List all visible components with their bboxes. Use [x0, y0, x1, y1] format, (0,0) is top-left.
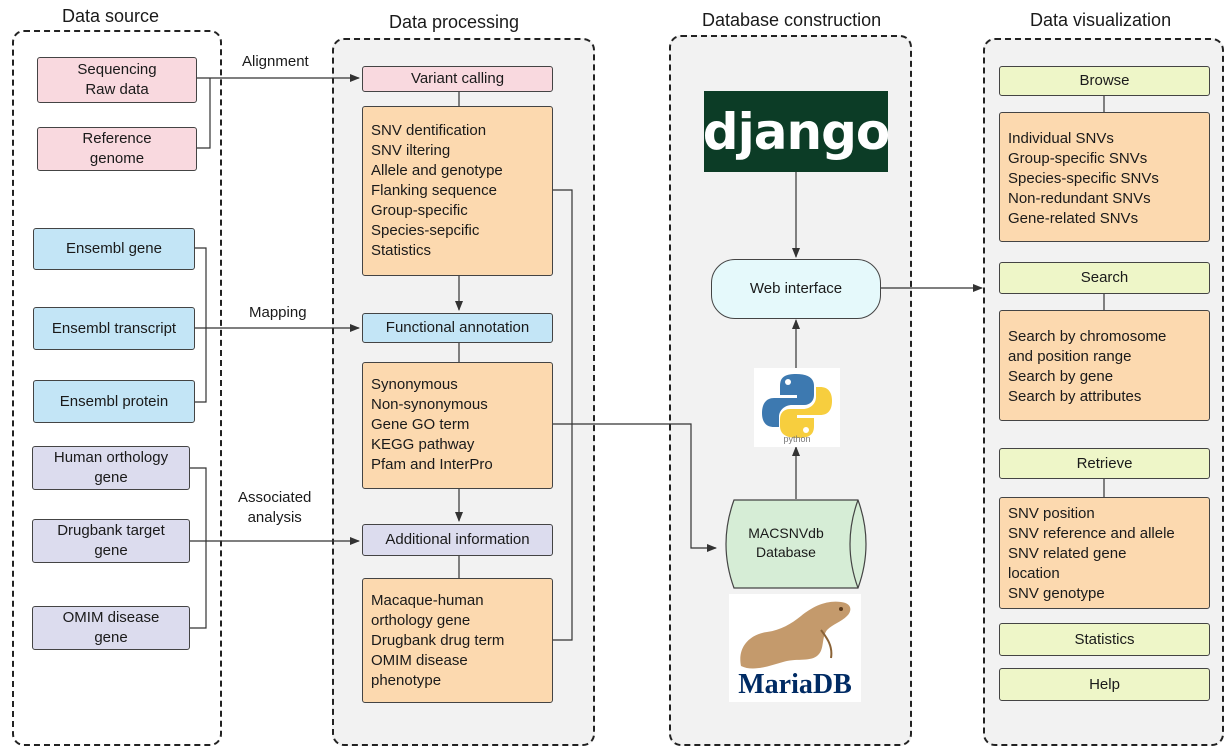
list-item: Flanking sequence [371, 182, 497, 199]
list-item: phenotype [371, 672, 442, 689]
node-additional-information: Additional information [362, 524, 553, 556]
list-item: Gene GO term [371, 416, 470, 433]
list-item: Search by chromosome [1008, 328, 1167, 345]
django-logo: django [702, 91, 890, 172]
list-item: Search by attributes [1008, 388, 1142, 405]
edge-associated-bracket [190, 467, 207, 629]
node-ensembl-protein: Ensembl protein [33, 380, 195, 423]
node-text: Sequencing [77, 61, 157, 78]
list-item: Individual SNVs [1008, 130, 1114, 147]
database-label-line: MACSNVdb [748, 525, 824, 541]
mariadb-logo-text: MariaDB [738, 669, 852, 700]
list-item: SNV reference and allele [1008, 525, 1175, 542]
node-ensembl-gene: Ensembl gene [33, 228, 195, 270]
list-item: Group-specific SNVs [1008, 150, 1148, 167]
node-reference-genome: Reference genome [37, 127, 197, 171]
list-item: location [1008, 565, 1060, 582]
edge-to-database [553, 423, 717, 552]
node-text: OMIM disease [62, 609, 160, 626]
node-statistics: Statistics [999, 623, 1210, 656]
col-title-source: Data source [62, 6, 160, 26]
functional-annotation-list: Synonymous Non-synonymous Gene GO term K… [362, 362, 553, 489]
node-functional-annotation: Functional annotation [362, 313, 553, 343]
label-associated-line: analysis [247, 509, 302, 526]
node-text: gene [94, 542, 128, 559]
node-web-interface: Web interface [711, 259, 881, 319]
list-item: SNV related gene [1008, 545, 1127, 562]
col-title-database: Database construction [702, 10, 882, 30]
list-item: Gene-related SNVs [1008, 210, 1139, 227]
col-title-processing: Data processing [389, 12, 520, 32]
database-cylinder [725, 499, 867, 589]
list-item: SNV iltering [371, 142, 451, 159]
python-logo: python [754, 368, 840, 447]
node-retrieve: Retrieve [999, 448, 1210, 479]
list-item: Statistics [371, 242, 432, 259]
list-item: Pfam and InterPro [371, 456, 493, 473]
list-item: orthology gene [371, 612, 471, 629]
additional-information-list: Macaque-human orthology gene Drugbank dr… [362, 578, 553, 703]
list-item: KEGG pathway [371, 436, 475, 453]
list-item: Non-synonymous [371, 396, 488, 413]
node-variant-calling: Variant calling [362, 66, 553, 92]
list-item: Macaque-human [371, 592, 484, 609]
mariadb-logo: MariaDB [729, 594, 861, 702]
mariadb-seal-graphic [740, 601, 851, 669]
node-sequencing-raw-data: Sequencing Raw data [37, 57, 197, 103]
node-text: Raw data [85, 81, 149, 98]
node-help: Help [999, 668, 1210, 701]
node-macsnvdb-database: MACSNVdb Database [716, 499, 876, 589]
list-item: SNV genotype [1008, 585, 1105, 602]
node-ensembl-transcript: Ensembl transcript [33, 307, 195, 350]
retrieve-list: SNV position SNV reference and allele SN… [999, 497, 1210, 609]
edge-ensembl-bracket [195, 247, 207, 403]
list-item: Species-specific SNVs [1008, 170, 1159, 187]
node-text: genome [89, 150, 145, 167]
node-text: gene [94, 469, 128, 486]
node-text: Human orthology [53, 449, 169, 466]
node-browse: Browse [999, 66, 1210, 96]
python-logo-graphic [762, 374, 832, 438]
database-label: MACSNVdb Database [726, 524, 846, 562]
node-text: gene [94, 629, 128, 646]
list-item: and position range [1008, 348, 1132, 365]
label-mapping: Mapping [249, 304, 307, 321]
node-human-orthology-gene: Human orthology gene [32, 446, 190, 490]
list-item: Allele and genotype [371, 162, 503, 179]
node-drugbank-target-gene: Drugbank target gene [32, 519, 190, 563]
label-associated-line: Associated [238, 489, 312, 506]
node-text: Reference [82, 130, 152, 147]
browse-list: Individual SNVs Group-specific SNVs Spec… [999, 112, 1210, 242]
search-list: Search by chromosome and position range … [999, 310, 1210, 421]
list-item: SNV dentification [371, 122, 487, 139]
django-logo-text: django [702, 102, 890, 161]
edge-right-bracket [553, 189, 573, 641]
list-item: Synonymous [371, 376, 458, 393]
list-item: OMIM disease [371, 652, 468, 669]
edge-ref-genome-bracket [197, 78, 211, 149]
node-text: Drugbank target [57, 522, 165, 539]
list-item: Non-redundant SNVs [1008, 190, 1151, 207]
variant-calling-list: SNV dentification SNV iltering Allele an… [362, 106, 553, 276]
node-search: Search [999, 262, 1210, 294]
list-item: Group-specific [371, 202, 468, 219]
list-item: Species-sepcific [371, 222, 480, 239]
list-item: Search by gene [1008, 368, 1114, 385]
python-logo-text: python [783, 434, 811, 444]
list-item: SNV position [1008, 505, 1095, 522]
label-alignment: Alignment [242, 53, 309, 70]
label-associated: Associated analysis [238, 488, 311, 528]
list-item: Drugbank drug term [371, 632, 505, 649]
node-omim-disease-gene: OMIM disease gene [32, 606, 190, 650]
database-label-line: Database [756, 544, 816, 560]
col-title-visualization: Data visualization [1030, 10, 1172, 30]
